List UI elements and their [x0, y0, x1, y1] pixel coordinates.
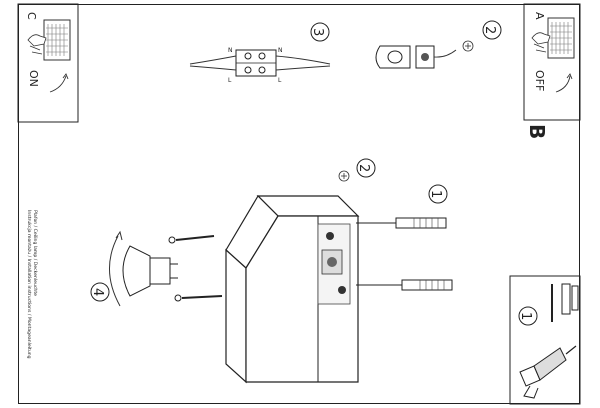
wire-n-left: N: [228, 47, 233, 54]
tools-panel-border: [509, 275, 581, 405]
wall-plug-icon: [356, 279, 453, 291]
switch-on-icon: [27, 19, 71, 61]
step-2-number-top: 2: [482, 26, 497, 34]
sheet-frame: [18, 4, 580, 404]
rotate-arrow-icon: [109, 235, 121, 307]
wire-l-right: L: [278, 77, 282, 84]
grounding-bracket: 2: [375, 20, 502, 69]
panel-c-border: [17, 3, 79, 123]
drill-icon: [519, 345, 577, 399]
step-4-number: 4: [90, 288, 105, 296]
wiring-terminal: 3 N L N L: [189, 22, 331, 84]
gu10-bulb-icon: [122, 245, 178, 297]
step-1-tools-badge: [518, 306, 538, 326]
step-3-badge: [310, 22, 330, 42]
lamp-body: [225, 195, 360, 384]
panel-a: A OFF: [523, 3, 581, 121]
panel-a-state: OFF: [533, 70, 546, 91]
panel-tools: 1: [509, 275, 581, 405]
screw-icon: [168, 235, 215, 244]
step-1-badge: [428, 184, 448, 204]
step-2-badge-mid: [356, 158, 376, 178]
step-1-tools-number: 1: [518, 312, 533, 320]
wall-plug-icon: [561, 283, 579, 315]
wall-plug-icon: [356, 217, 447, 229]
step-2-badge-top: [482, 20, 502, 40]
rotate-arrow-icon: [555, 75, 571, 93]
ground-symbol-icon: [462, 40, 474, 52]
ground-symbol-icon: [338, 170, 350, 182]
wire-l-left: L: [228, 77, 232, 84]
instructions-line2: Plafon / Ceiling lamp / Deckenleuchte: [32, 210, 38, 296]
panel-a-letter: A: [533, 12, 546, 20]
wire-n-right: N: [278, 47, 283, 54]
switch-off-icon: [531, 17, 575, 59]
panel-c-letter: C: [25, 12, 38, 20]
panel-b-letter: B: [525, 124, 549, 139]
screw-icon: [174, 294, 223, 302]
step-2-number-mid: 2: [356, 164, 371, 172]
instructions-line1: Instrukcja montażu / Installation instru…: [26, 210, 32, 359]
step-4-badge: [90, 282, 110, 302]
panel-c-state: ON: [27, 70, 40, 87]
rotate-arrow-icon: [49, 75, 67, 93]
panel-a-border: [523, 3, 581, 121]
step-3-number: 3: [310, 28, 325, 36]
step-1-number: 1: [428, 190, 443, 198]
panel-c: C ON: [17, 3, 79, 123]
